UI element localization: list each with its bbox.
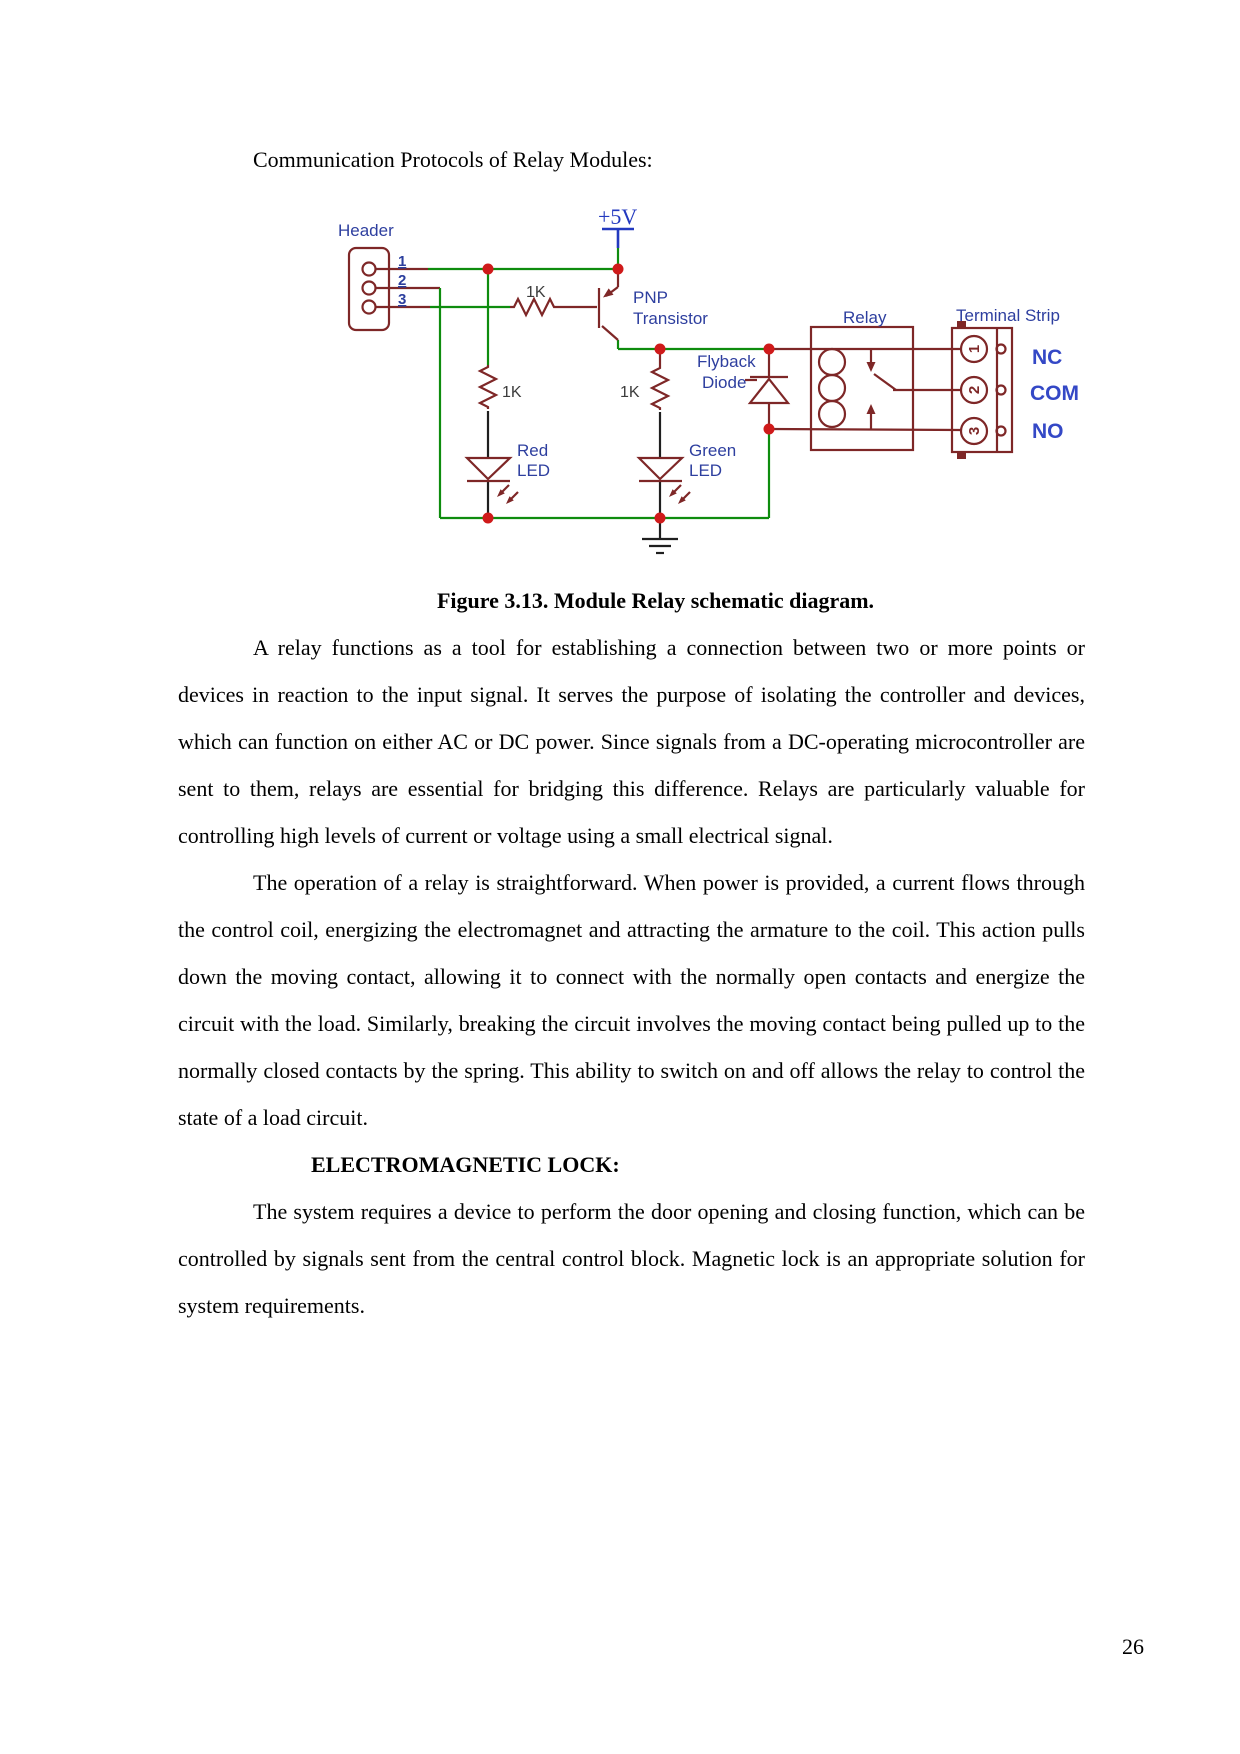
no-label: NO bbox=[1032, 420, 1064, 443]
green-led: Green LED bbox=[636, 441, 736, 504]
header-label: Header bbox=[338, 221, 394, 240]
terminal-3-number: 3 bbox=[966, 427, 983, 435]
wires bbox=[376, 229, 962, 520]
flyback-label-line1: Flyback bbox=[697, 352, 756, 371]
body-text-block: Figure 3.13. Module Relay schematic diag… bbox=[178, 577, 1085, 1329]
terminal-1-number: 1 bbox=[966, 345, 983, 353]
junction-dots bbox=[482, 263, 775, 524]
nc-label: NC bbox=[1032, 346, 1062, 369]
flyback-label-line2: Diode bbox=[702, 373, 746, 392]
com-label: COM bbox=[1030, 382, 1079, 405]
relay: Relay bbox=[809, 308, 915, 452]
red-led-resistor: 1K bbox=[477, 365, 522, 409]
red-led-label-line2: LED bbox=[517, 461, 550, 480]
figure-caption: Figure 3.13. Module Relay schematic diag… bbox=[436, 588, 875, 613]
page-number: 26 bbox=[1122, 1634, 1144, 1659]
power-supply-symbol: +5V bbox=[598, 204, 637, 231]
pin3-label: 3 bbox=[398, 291, 406, 308]
ground-symbol bbox=[642, 518, 678, 555]
terminal-2-number: 2 bbox=[966, 386, 983, 394]
green-led-resistor-label: 1K bbox=[620, 384, 640, 401]
header-connector: Header 1 2 3 bbox=[338, 221, 406, 332]
relay-label: Relay bbox=[843, 308, 887, 327]
pnp-label-line2: Transistor bbox=[633, 309, 708, 328]
terminal-strip: 1 2 3 Terminal Strip NC COM NO bbox=[950, 306, 1079, 459]
pin2-label: 2 bbox=[398, 272, 406, 289]
red-led: Red LED bbox=[464, 441, 550, 504]
base-resistor: 1K bbox=[510, 284, 558, 318]
base-resistor-label: 1K bbox=[526, 284, 546, 301]
terminal-strip-label: Terminal Strip bbox=[956, 306, 1060, 325]
intro-line: Communication Protocols of Relay Modules… bbox=[253, 147, 653, 172]
paragraph-electromagnetic-lock: The system requires a device to perform … bbox=[178, 1199, 1085, 1318]
relay-schematic-figure: Header 1 2 3 +5V 1K 1K 1K bbox=[338, 204, 1079, 555]
red-led-resistor-label: 1K bbox=[502, 384, 522, 401]
supply-label: +5V bbox=[598, 204, 637, 229]
paragraph-relay-function: A relay functions as a tool for establis… bbox=[178, 635, 1085, 848]
flyback-diode: Flyback Diode bbox=[697, 352, 791, 405]
paragraph-relay-operation: The operation of a relay is straightforw… bbox=[178, 870, 1085, 1130]
green-led-resistor: 1K bbox=[620, 366, 671, 410]
green-led-label-line2: LED bbox=[689, 461, 722, 480]
pin1-label: 1 bbox=[398, 253, 406, 270]
section-heading-electromagnetic-lock: ELECTROMAGNETIC LOCK: bbox=[311, 1152, 620, 1177]
green-led-label-line1: Green bbox=[689, 441, 736, 460]
pnp-label-line1: PNP bbox=[633, 288, 668, 307]
pnp-transistor: PNP Transistor bbox=[597, 269, 708, 341]
red-led-label-line1: Red bbox=[517, 441, 548, 460]
